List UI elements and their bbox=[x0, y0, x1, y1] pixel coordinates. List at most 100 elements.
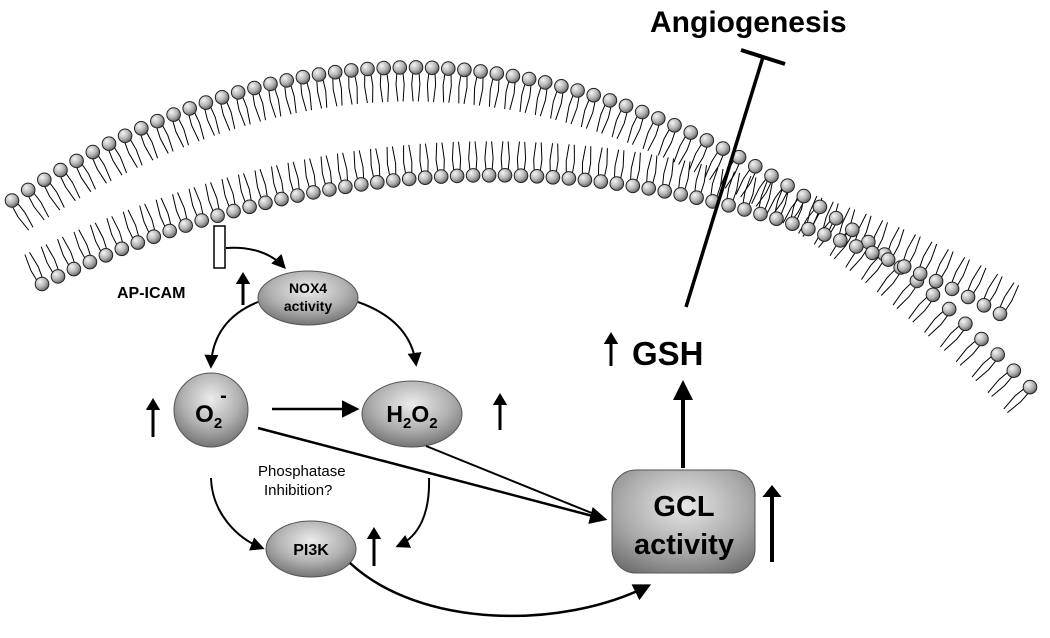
lipid-head bbox=[593, 174, 609, 189]
lipid-head bbox=[4, 193, 20, 208]
lipid-head bbox=[925, 287, 941, 303]
lipid-head bbox=[976, 298, 992, 313]
lipid-head bbox=[130, 235, 146, 250]
lipid-head bbox=[896, 259, 912, 274]
lipid-head bbox=[764, 168, 779, 184]
h2o2-label: H2O2 bbox=[386, 401, 437, 432]
lipid-head bbox=[69, 153, 84, 169]
lipid-head bbox=[441, 61, 456, 76]
lipid-head bbox=[150, 113, 165, 129]
lipid-head bbox=[424, 60, 440, 76]
lipid-head bbox=[570, 83, 585, 98]
lipid-head bbox=[990, 347, 1006, 362]
lipid-head bbox=[37, 172, 52, 188]
lipid-head bbox=[577, 172, 593, 188]
lipid-head bbox=[673, 187, 689, 202]
pi3k-node bbox=[265, 520, 357, 578]
lipid-head bbox=[769, 211, 784, 226]
lipid-head bbox=[748, 159, 763, 174]
lipid-head bbox=[833, 233, 848, 248]
lipid-head bbox=[85, 144, 101, 160]
inhibition-line bbox=[684, 56, 765, 308]
lipid-head bbox=[618, 98, 634, 114]
lipid-head bbox=[625, 178, 641, 194]
lipid-head bbox=[699, 133, 715, 148]
lipid-head bbox=[849, 239, 864, 254]
lipid-head bbox=[322, 182, 337, 197]
lipid-head bbox=[715, 141, 731, 156]
lipid-head bbox=[721, 198, 736, 213]
nox4-activity-label: activity bbox=[284, 298, 332, 314]
lipid-head bbox=[651, 111, 666, 126]
arrow-pi3k-to-gcl bbox=[349, 562, 652, 618]
lipid-head bbox=[667, 118, 682, 133]
lipid-head bbox=[98, 248, 114, 263]
lipid-head bbox=[1022, 379, 1038, 395]
lipid-head bbox=[82, 254, 98, 270]
lipid-head bbox=[114, 241, 130, 257]
lipid-head bbox=[242, 199, 257, 215]
lipid-head bbox=[785, 216, 800, 231]
lipid-head bbox=[561, 171, 577, 186]
superoxide-increase-up-arrow-icon bbox=[145, 398, 161, 437]
lipid-head bbox=[737, 202, 752, 217]
lipid-head bbox=[817, 227, 832, 242]
angiogenesis-label: Angiogenesis bbox=[650, 6, 847, 39]
lipid-head bbox=[354, 177, 369, 192]
lipid-head bbox=[274, 191, 289, 207]
lipid-head bbox=[50, 269, 66, 284]
arrow-superoxide-to-gcl bbox=[257, 426, 608, 524]
arrow-nox4-to-h2o2 bbox=[357, 301, 422, 367]
lipid-head bbox=[1006, 363, 1022, 379]
lipid-head bbox=[258, 195, 273, 211]
lipid-head bbox=[657, 184, 673, 199]
lipid-head bbox=[586, 87, 602, 103]
lipid-head bbox=[344, 63, 359, 78]
ap-icam-receptor bbox=[213, 225, 226, 269]
lipid-head bbox=[634, 104, 650, 120]
gcl-label: GCL bbox=[653, 491, 714, 523]
lipid-head bbox=[529, 169, 545, 184]
lipid-head bbox=[481, 168, 497, 183]
lipid-head bbox=[928, 273, 944, 289]
lipid-head bbox=[505, 68, 521, 84]
lipid-head bbox=[865, 245, 880, 261]
lipid-head bbox=[162, 223, 177, 239]
lipid-head bbox=[338, 179, 353, 195]
arrow-apicam-to-nox4 bbox=[225, 246, 286, 270]
lipid-head bbox=[53, 162, 68, 178]
lipid-head bbox=[101, 136, 117, 151]
lipid-bilayer-membrane bbox=[4, 60, 1038, 413]
lipid-head bbox=[958, 316, 973, 332]
lipid-heads bbox=[4, 60, 1038, 395]
lipid-head bbox=[376, 60, 392, 76]
lipid-head bbox=[182, 101, 197, 116]
lipid-head bbox=[641, 181, 657, 196]
lipid-head bbox=[941, 301, 957, 317]
pi3k-increase-up-arrow-icon bbox=[366, 527, 382, 566]
h2o2-increase-up-arrow-icon bbox=[492, 393, 508, 430]
ap-icam-label: AP-ICAM bbox=[117, 285, 185, 302]
lipid-head bbox=[609, 176, 625, 191]
superoxide-node bbox=[173, 372, 249, 448]
arrow-h2o2-to-pi3k bbox=[395, 477, 431, 548]
lipid-head bbox=[226, 203, 241, 219]
lipid-head bbox=[166, 107, 181, 122]
lipid-head bbox=[34, 276, 50, 292]
lipid-head bbox=[20, 182, 36, 198]
gsh-label: GSH bbox=[632, 335, 704, 372]
lipid-head bbox=[974, 331, 989, 347]
lipid-head bbox=[210, 208, 225, 223]
lipid-head bbox=[408, 60, 424, 75]
lipid-head bbox=[311, 67, 327, 82]
lipid-head bbox=[457, 62, 472, 78]
h2o2-node bbox=[361, 380, 463, 448]
pi3k-label: PI3K bbox=[293, 542, 329, 559]
lipid-head bbox=[230, 85, 246, 100]
lipid-head bbox=[801, 221, 816, 237]
lipid-head bbox=[912, 266, 928, 282]
inhibition-bar-icon bbox=[740, 48, 786, 66]
arrow-superoxide-to-pi3k bbox=[210, 477, 265, 551]
